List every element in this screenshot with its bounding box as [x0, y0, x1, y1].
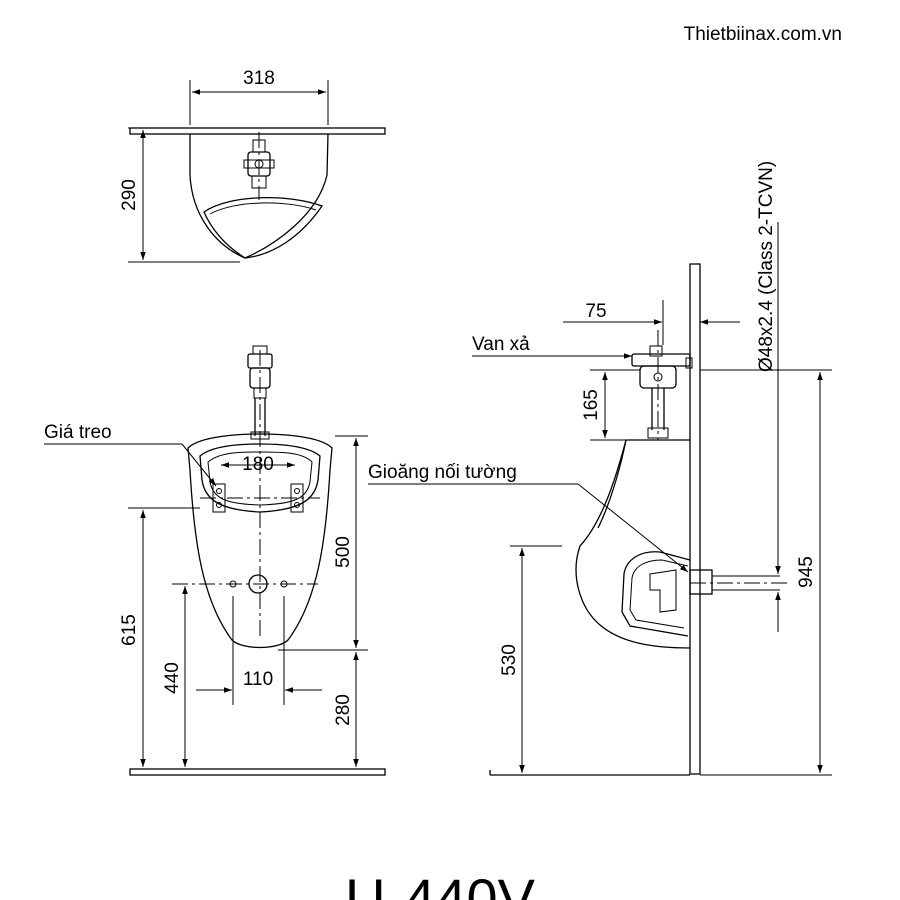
dim-valve-height: 165: [581, 389, 602, 421]
side-trap: [649, 569, 677, 613]
top-wall-plate: [129, 127, 386, 135]
dim-outlet-height: 440: [162, 662, 183, 694]
front-valve-icon: [247, 345, 273, 440]
site-watermark: Thietbiinax.com.vn: [684, 24, 842, 45]
dim-top-depth: 290: [119, 179, 140, 211]
dim-top-width: 318: [243, 68, 275, 89]
front-floor: [129, 768, 386, 776]
side-bowl-inner-2: [629, 559, 689, 629]
side-bowl-outline: [575, 439, 691, 649]
label-gia-treo: Giá treo: [44, 422, 112, 443]
side-bowl-inner: [621, 551, 691, 637]
dim-valve-offset: 75: [585, 301, 606, 322]
dim-rim-height: 615: [119, 614, 140, 646]
label-pipe-spec: Ø48x2.4 (Class 2-TCVN): [756, 161, 777, 372]
dim-outlet-spacing: 110: [243, 669, 273, 690]
side-view: Van xả 75 165 Gioăng nối tường 530 945 Ø…: [368, 161, 832, 776]
front-view: 180 Giá treo 500 280 615 440 110: [44, 345, 386, 776]
top-bowl-inner-2: [209, 202, 317, 215]
dim-side-rim-height: 530: [499, 644, 520, 676]
dim-inlet-height: 945: [796, 556, 817, 588]
dim-front-height: 500: [333, 536, 354, 568]
side-valve-icon: [631, 345, 693, 439]
label-van-xa: Van xả: [472, 334, 530, 355]
top-bowl-inner: [203, 197, 324, 259]
model-name: U-440V: [345, 867, 536, 900]
side-outlet-pipe: [689, 569, 713, 595]
top-view: 318 290: [119, 68, 386, 263]
side-bowl-lip: [597, 439, 627, 529]
front-bowl-inner: [199, 443, 321, 513]
label-gioang: Gioăng nối tường: [368, 462, 517, 483]
dim-bottom-height: 280: [333, 694, 354, 726]
side-wall: [689, 263, 701, 775]
dim-bracket-spacing: 180: [242, 454, 274, 475]
front-bowl-inner-2: [207, 451, 313, 506]
